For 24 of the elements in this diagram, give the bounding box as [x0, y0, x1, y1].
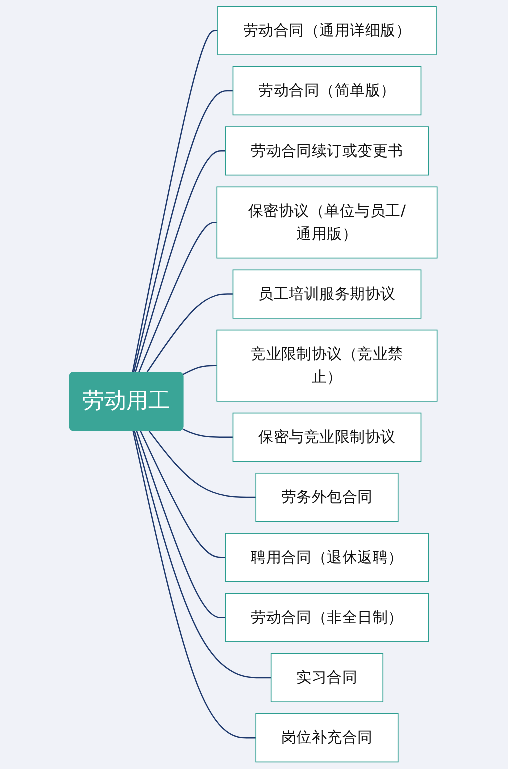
node-box: 员工培训服务期协议	[233, 270, 422, 319]
connector	[146, 294, 234, 374]
connector	[134, 90, 234, 373]
connector	[132, 30, 218, 373]
connector	[135, 150, 226, 374]
node-box: 竞业限制协议（竞业禁止）	[217, 330, 438, 402]
node-box: 保密与竞业限制协议	[233, 412, 422, 462]
node-box: 实习合同	[271, 653, 384, 702]
node-box: 劳动合同（非全日制）	[226, 593, 430, 642]
node-box: 岗位补充合同	[256, 714, 400, 763]
connector	[136, 431, 226, 618]
connector	[140, 431, 226, 558]
connector	[183, 365, 218, 376]
node-box: 劳动合同续订或变更书	[226, 126, 430, 176]
connector	[133, 431, 257, 739]
node-box: 聘用合同（退休返聘）	[226, 533, 430, 582]
connector	[134, 431, 272, 679]
connector	[183, 428, 234, 438]
node-box: 劳动合同（简单版）	[233, 66, 422, 116]
connector	[138, 222, 218, 374]
node-box: 劳务外包合同	[256, 473, 400, 522]
node-box: 保密协议（单位与员工/通用版）	[217, 186, 438, 259]
node-box: 劳动合同（通用详细版）	[218, 6, 438, 56]
connector	[149, 430, 257, 498]
